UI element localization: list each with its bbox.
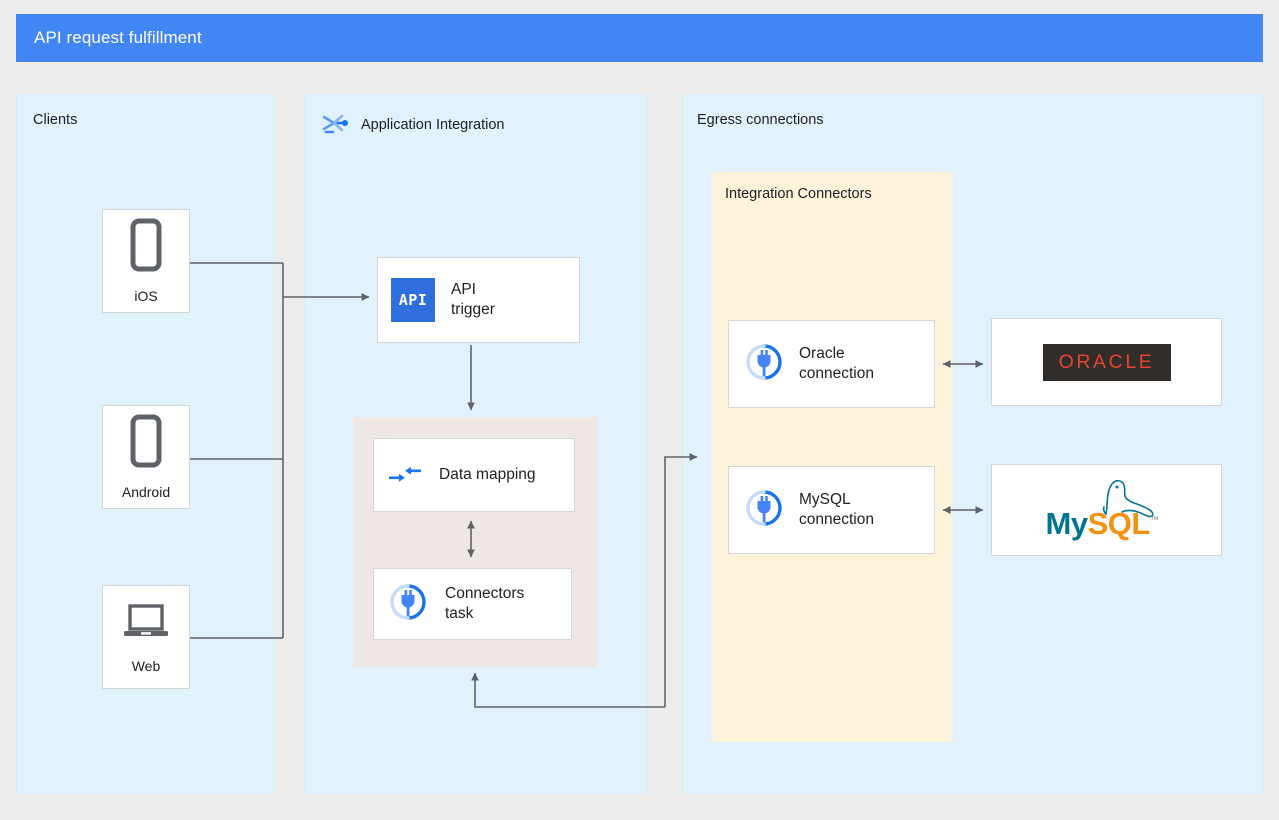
plug-icon	[387, 581, 429, 628]
plug-icon	[743, 487, 785, 534]
oracle-wordmark: ORACLE	[1058, 350, 1155, 373]
phone-icon	[125, 414, 167, 477]
panel-application-integration-label: Application Integration	[361, 117, 505, 133]
connection-label-mysql: MySQL connection	[799, 490, 874, 528]
task-label-data-mapping: Data mapping	[439, 465, 536, 483]
application-integration-icon	[320, 107, 352, 143]
plug-icon	[743, 341, 785, 388]
connection-node-mysql[interactable]: MySQL connection	[728, 466, 935, 554]
mysql-logo: MySQL™	[1042, 478, 1172, 542]
header-bar: API request fulfillment	[16, 14, 1263, 62]
connection-node-oracle[interactable]: Oracle connection	[728, 320, 935, 408]
mysql-wordmark-my: My	[1045, 506, 1089, 541]
client-label-web: Web	[131, 658, 161, 674]
task-node-connectors-task[interactable]: Connectors task	[373, 568, 572, 640]
api-badge-text: API	[398, 291, 428, 309]
client-node-web[interactable]: Web	[102, 585, 190, 689]
page-title: API request fulfillment	[34, 28, 202, 47]
task-node-api-trigger[interactable]: API API trigger	[377, 257, 580, 343]
client-label-android: Android	[121, 484, 171, 500]
client-node-android[interactable]: Android	[102, 405, 190, 509]
data-mapping-icon	[387, 459, 423, 492]
client-node-ios[interactable]: iOS	[102, 209, 190, 313]
panel-integration-connectors: Integration Connectors	[712, 172, 952, 742]
laptop-icon	[121, 600, 171, 651]
panel-integration-connectors-label: Integration Connectors	[725, 186, 872, 202]
oracle-logo: ORACLE	[1042, 343, 1171, 381]
dolphin-icon	[1102, 479, 1154, 518]
system-node-oracle: ORACLE	[991, 318, 1222, 406]
panel-clients-label: Clients	[33, 112, 78, 128]
connection-label-oracle: Oracle connection	[799, 344, 874, 382]
system-node-mysql: MySQL™	[991, 464, 1222, 556]
task-label-api-trigger: API trigger	[451, 280, 495, 318]
mysql-wordmark-tm: ™	[1149, 514, 1159, 525]
task-node-data-mapping[interactable]: Data mapping	[373, 438, 575, 512]
mysql-wordmark-sql: SQL	[1087, 506, 1151, 541]
phone-icon	[125, 218, 167, 281]
client-label-ios: iOS	[134, 288, 158, 304]
panel-egress-label: Egress connections	[697, 112, 824, 128]
mysql-wordmark: MySQL™	[1046, 506, 1159, 542]
task-label-connectors-task: Connectors task	[445, 584, 525, 622]
api-badge-icon: API	[391, 278, 435, 322]
panel-application-integration-header: Application Integration	[320, 107, 505, 143]
